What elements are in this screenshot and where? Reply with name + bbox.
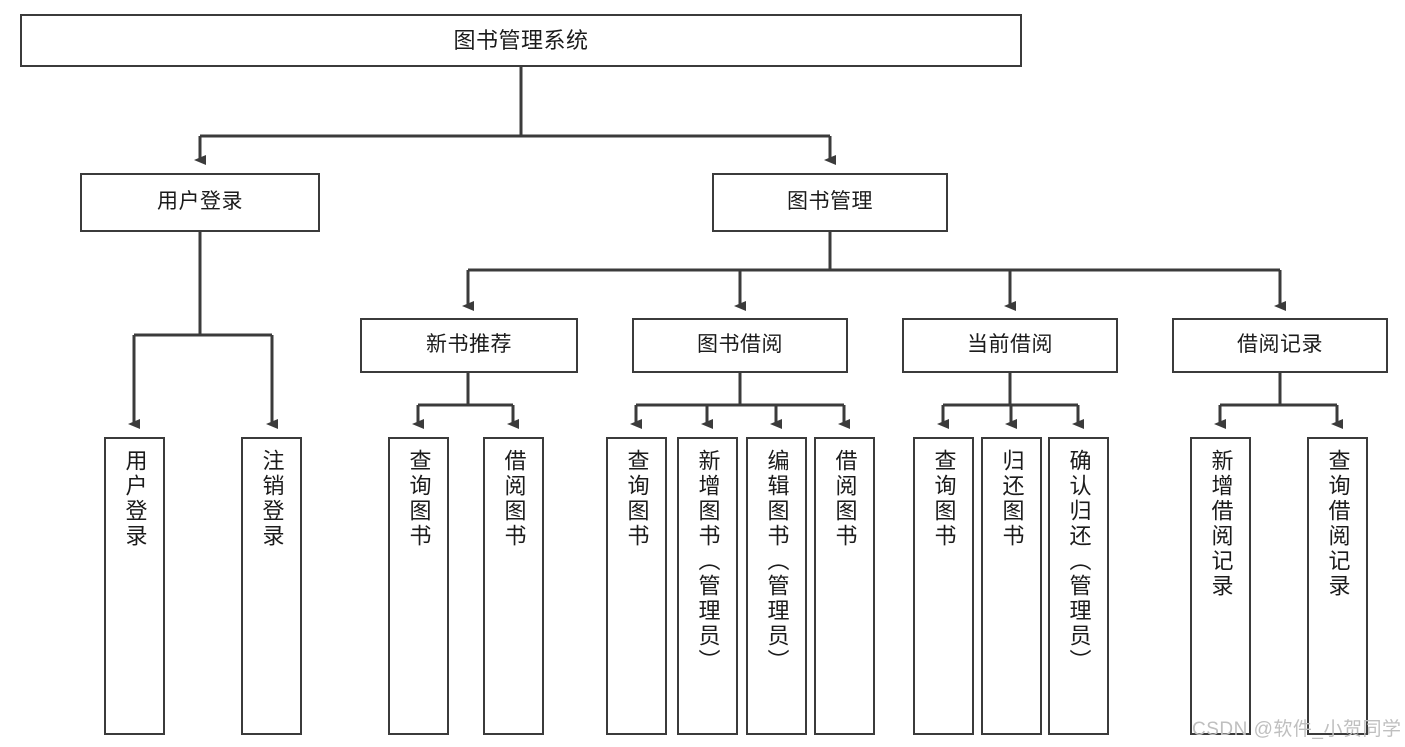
node-label: 查询图书 — [624, 449, 650, 549]
node-label: 新书推荐 — [426, 333, 512, 357]
node-label: 用户登录 — [122, 449, 148, 549]
node-label: 注销登录 — [259, 449, 285, 549]
node-label: 当前借阅 — [967, 333, 1053, 357]
node-lf-query1[interactable]: 查询图书 — [388, 437, 449, 735]
csdn-watermark: CSDN @软件_小贺同学 — [1192, 719, 1402, 740]
node-root[interactable]: 图书管理系统 — [20, 14, 1022, 67]
node-l2-current[interactable]: 当前借阅 — [902, 318, 1118, 373]
node-label: 借阅图书 — [832, 449, 858, 549]
node-lf-query3[interactable]: 查询图书 — [913, 437, 974, 735]
node-label: 查询借阅记录 — [1325, 449, 1351, 599]
node-label: 查询图书 — [406, 449, 432, 549]
node-lf-borrow1[interactable]: 借阅图书 — [483, 437, 544, 735]
node-label: 编辑图书（管理员） — [764, 449, 790, 674]
node-label: 图书借阅 — [697, 333, 783, 357]
node-label: 借阅记录 — [1237, 333, 1323, 357]
node-lf-borrow2[interactable]: 借阅图书 — [814, 437, 875, 735]
node-lf-userlogin[interactable]: 用户登录 — [104, 437, 165, 735]
node-lf-confirm[interactable]: 确认归还（管理员） — [1048, 437, 1109, 735]
node-lf-editbook[interactable]: 编辑图书（管理员） — [746, 437, 807, 735]
node-label: 借阅图书 — [501, 449, 527, 549]
node-label: 图书管理系统 — [453, 27, 589, 53]
node-label: 新增图书（管理员） — [695, 449, 721, 674]
node-l1-login[interactable]: 用户登录 — [80, 173, 320, 232]
node-l2-newbook[interactable]: 新书推荐 — [360, 318, 578, 373]
node-label: 新增借阅记录 — [1208, 449, 1234, 599]
node-lf-addrec[interactable]: 新增借阅记录 — [1190, 437, 1251, 735]
node-lf-logout[interactable]: 注销登录 — [241, 437, 302, 735]
node-label: 归还图书 — [999, 449, 1025, 549]
node-lf-return[interactable]: 归还图书 — [981, 437, 1042, 735]
node-l2-borrow[interactable]: 图书借阅 — [632, 318, 848, 373]
node-label: 图书管理 — [787, 190, 873, 214]
node-l1-bookmgr[interactable]: 图书管理 — [712, 173, 948, 232]
node-lf-addbook[interactable]: 新增图书（管理员） — [677, 437, 738, 735]
node-label: 用户登录 — [157, 190, 243, 214]
node-l2-record[interactable]: 借阅记录 — [1172, 318, 1388, 373]
node-lf-query2[interactable]: 查询图书 — [606, 437, 667, 735]
node-label: 确认归还（管理员） — [1066, 449, 1092, 674]
node-label: 查询图书 — [931, 449, 957, 549]
node-lf-queryrec[interactable]: 查询借阅记录 — [1307, 437, 1368, 735]
